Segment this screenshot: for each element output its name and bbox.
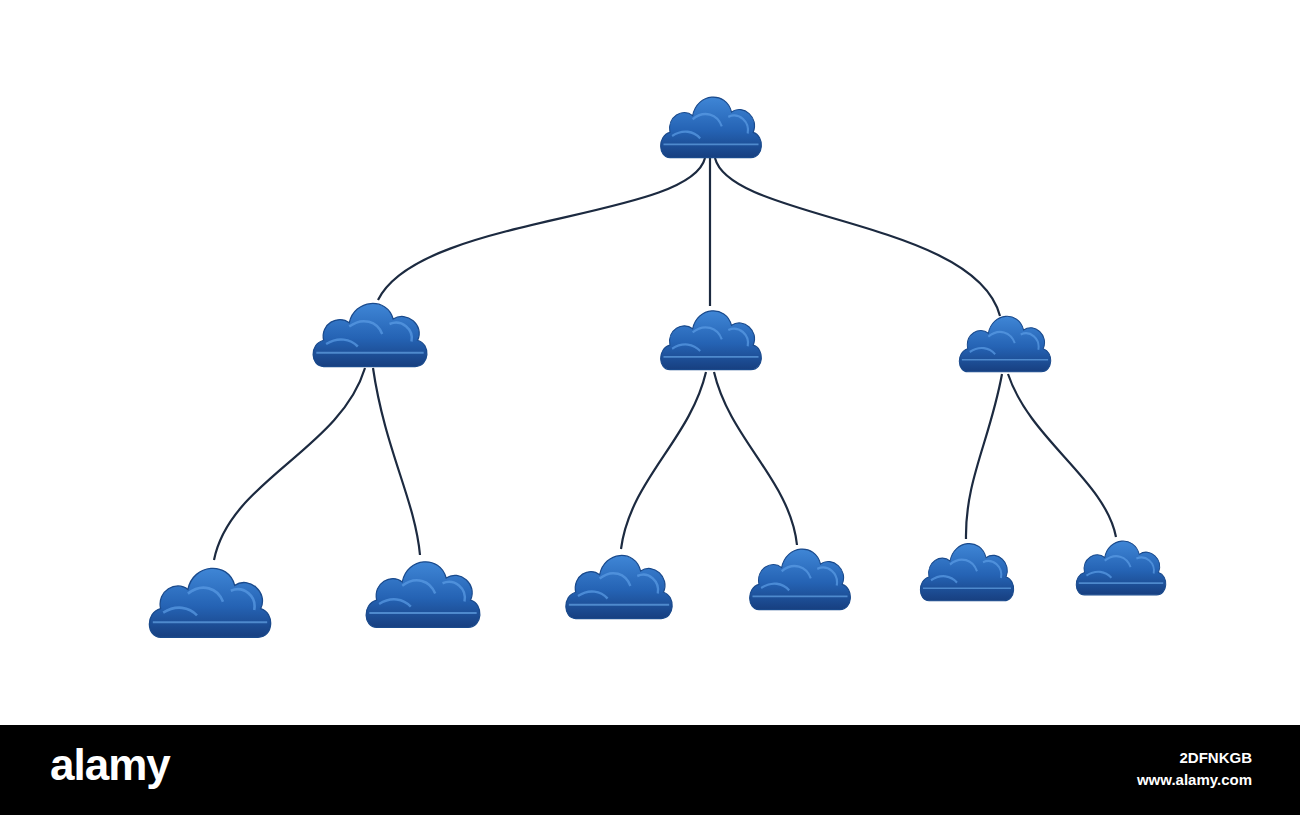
logo-text: alamy <box>50 740 170 790</box>
clouds <box>149 97 1165 637</box>
cloud-wires <box>214 158 1116 560</box>
site-url: www.alamy.com <box>1137 771 1252 788</box>
footer-bar <box>0 725 1300 815</box>
image-id: 2DFNKGB <box>1179 749 1252 766</box>
